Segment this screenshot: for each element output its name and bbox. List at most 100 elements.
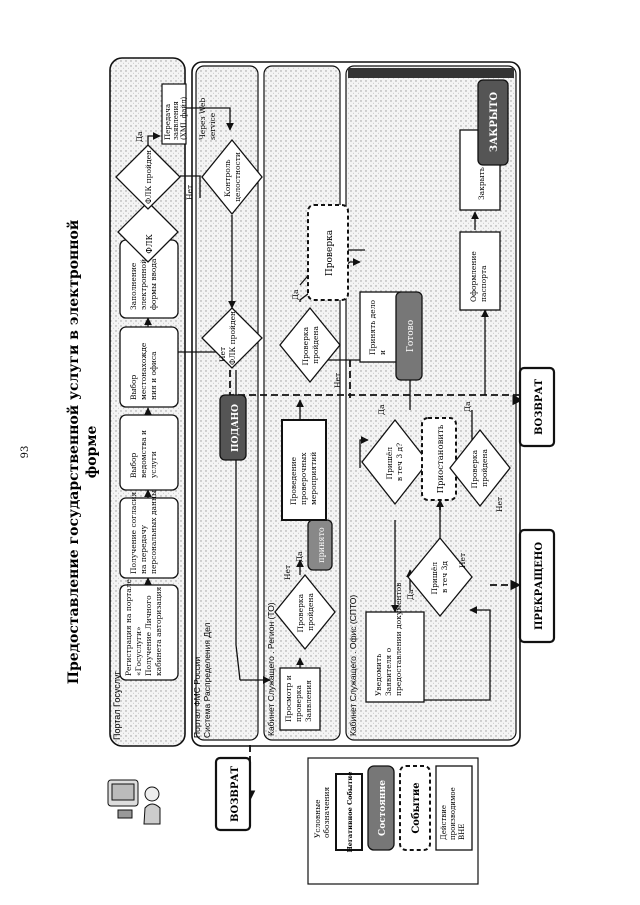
terminal-terminated	[518, 528, 556, 644]
terminals: ВОЗВРАТ ПРЕКРАЩЕНО ВОЗВРАТ	[214, 366, 556, 832]
checks-measures-line-1: Проведение	[289, 456, 298, 505]
svg-text:Пришёл в теч 3д: Пришёл в теч 3д	[430, 560, 449, 595]
lane-label-office: Кабинет Служащего . Офис (СПТО)	[348, 595, 358, 736]
issue-passport-line-1: Оформление	[469, 251, 478, 302]
sed-steps: Через Web service Контроль целостности Ф…	[198, 98, 263, 461]
step-consent	[119, 497, 179, 579]
came-3d-1-yes: Да	[377, 404, 386, 415]
accept-docs-line-1: Принять дело	[368, 299, 377, 355]
registration-line-4: кабинета авторизация	[154, 586, 163, 676]
decision-flk	[117, 201, 179, 263]
close-case-label: Закрыть дело	[477, 146, 486, 200]
step-select-agency	[119, 414, 179, 491]
state-submitted-label: ПОДАНО	[231, 404, 241, 452]
decision-integrity	[201, 138, 263, 216]
terminal-return-left	[214, 756, 252, 832]
terminal-return-mid-label: ВОЗВРАТ	[534, 378, 545, 434]
step-accept-docs	[359, 291, 401, 363]
came-3d-2-yes: Да	[406, 589, 415, 600]
lane-office-header-bar	[348, 68, 514, 78]
flk-mid-no: Нет	[218, 347, 227, 362]
lane-label-fms: Портал ФМС России	[192, 656, 202, 738]
consent-line-2: на передачу	[139, 524, 148, 574]
consent-line-3: персональных данных	[149, 485, 158, 574]
integrity-line-1: Контроль	[223, 159, 232, 197]
check-2-no: Нет	[333, 373, 342, 388]
web-service-line-1: Через Web	[198, 98, 207, 140]
state-closed-label: ЗАКРЫТО	[489, 92, 500, 152]
legend-title-line-2: обозначения	[322, 786, 331, 838]
page-title-line-1: Предоставление государственной услуги в …	[65, 220, 82, 684]
flk-passed-mid-label: ФЛК пройден	[228, 311, 237, 365]
step-notify	[365, 611, 425, 703]
came-3d-1-line-2: в теч 3 д?	[395, 443, 404, 481]
svg-text:Уведомить Заявителя о: Уведомить Заявителя о предоставлении док…	[374, 583, 403, 696]
terminal-return-left-label: ВОЗВРАТ	[230, 765, 241, 821]
legend-event-label: Событие	[411, 782, 422, 833]
page-header: 93 Предоставление государственной услуги…	[20, 220, 100, 684]
check-passed-1-line-2: пройдена	[306, 593, 315, 631]
check-passed-3-line-2: пройдена	[480, 449, 489, 487]
svg-text:Получение согласия на пе: Получение согласия на передачу персональ…	[129, 485, 158, 574]
check-passed-3-line-1: Проверка	[470, 449, 479, 488]
page-title-line-2: форме	[84, 426, 100, 479]
svg-text:Регистрация на портале «: Регистрация на портале «Госуслуги» Получ…	[124, 577, 163, 676]
decision-check-passed-1	[274, 573, 336, 651]
select-location-line-2: местонахожде	[139, 342, 148, 400]
lane-label-sed: Система Распределения Дел	[202, 622, 212, 738]
legend-action-line-2: производимое	[449, 787, 457, 840]
step-view-check	[279, 667, 321, 731]
registration-line-2: «Госуслуги»	[134, 626, 143, 676]
check-passed-2-line-2: пройдена	[311, 326, 320, 364]
notify-line-1: Уведомить	[374, 654, 383, 696]
svg-text:Проверка пройдена: Проверка пройдена	[470, 448, 489, 489]
state-closed	[477, 79, 509, 166]
svg-text:Действие производимое: Действие производимое ВНЕ	[440, 785, 466, 840]
svg-text:Заполнение электронной: Заполнение электронной формы ввода	[129, 257, 158, 310]
svg-text:Контроль целостности: Контроль целостности	[223, 152, 242, 202]
svg-text:Условные обозначения: Условные обозначения	[313, 786, 331, 838]
step-select-location	[119, 326, 179, 408]
state-submitted	[219, 394, 247, 461]
svg-text:Проведение проверочных: Проведение проверочных мероприятий	[289, 450, 318, 505]
event-check-label: Проверка	[325, 229, 335, 276]
select-agency-line-3: услуги	[149, 451, 158, 478]
view-check-line-3: Заявления	[304, 680, 313, 722]
svg-text:Оформление паспорта: Оформление паспорта	[469, 249, 488, 302]
region-steps: Просмотр и проверка Заявления Проверка п…	[274, 204, 349, 731]
user-computer-icon	[107, 779, 161, 825]
legend-negative-label: Негативное Событие	[346, 772, 354, 853]
lane-label-portal: Портал Госуслуг	[112, 671, 122, 740]
accept-docs-line-2: и	[378, 350, 387, 355]
step-registration	[119, 584, 179, 681]
svg-text:Проверка пройдена: Проверка пройдена	[296, 592, 315, 633]
checks-measures-line-3: мероприятий	[309, 452, 318, 505]
legend-state-label: Состояние	[378, 780, 388, 836]
notify-line-2: Заявителя о	[384, 647, 393, 696]
legend-negative-box	[335, 773, 363, 851]
came-3d-2-no: Нет	[458, 553, 467, 568]
fill-form-line-3: формы ввода	[149, 258, 158, 310]
step-issue-passport	[459, 231, 501, 311]
registration-line-3: Получение Личного	[144, 595, 153, 676]
came-3d-2-line-2: в теч 3д	[440, 561, 449, 593]
flk-top-yes: Да	[135, 131, 144, 142]
legend-state-box	[367, 765, 395, 851]
web-service-line-2: service	[208, 112, 217, 140]
step-send-xml	[161, 83, 187, 145]
legend-action-box	[435, 765, 473, 851]
svg-text:Проверка пройдена: Проверка пройдена	[301, 325, 320, 366]
legend-event-box	[399, 765, 431, 851]
select-location-line-1: Выбор	[129, 374, 138, 400]
terminal-terminated-label: ПРЕКРАЩЕНО	[534, 542, 545, 630]
flk-top-no: Нет	[185, 185, 194, 200]
check-1-yes: Да	[295, 551, 304, 562]
check-passed-2-line-1: Проверка	[301, 326, 310, 365]
svg-text:Выбор ведомства и: Выбор ведомства и услуги	[129, 428, 158, 478]
legend-action-line-1: Действие	[440, 805, 448, 840]
issue-passport-line-2: паспорта	[479, 265, 488, 302]
select-agency-line-2: ведомства и	[139, 430, 148, 478]
send-xml-line-3: (XML файл)	[180, 96, 188, 140]
legend: Условные обозначения Негативное Событие …	[307, 757, 479, 885]
